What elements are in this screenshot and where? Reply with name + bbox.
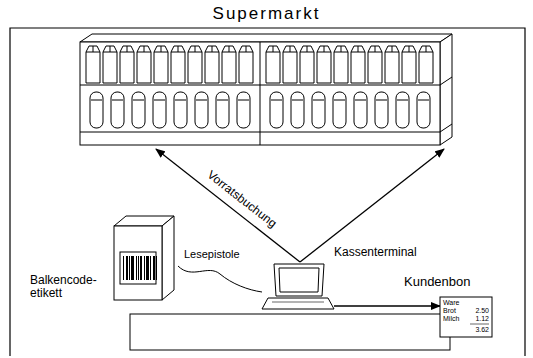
milk-carton [351, 46, 365, 83]
device-label: Balkencode- etikett [30, 274, 102, 300]
milk-carton [317, 46, 331, 83]
shelf [80, 34, 452, 145]
milk-carton [368, 46, 382, 83]
bottle [354, 92, 367, 128]
bottle [396, 92, 409, 128]
laptop-terminal: Kassenterminal [262, 262, 334, 312]
milk-carton [154, 46, 168, 83]
bottle-band [292, 100, 303, 101]
milk-carton [419, 46, 433, 83]
store-frame [10, 28, 525, 356]
arrow-label: Vorratsbuchung [205, 168, 280, 231]
bottle-band [154, 100, 165, 101]
stock-arrow [156, 149, 300, 262]
bottle-band [175, 100, 186, 101]
output-arrow [334, 305, 440, 306]
bottle [375, 92, 388, 128]
barcode-bar [146, 256, 149, 280]
milk-carton [385, 46, 399, 83]
bottle-band [196, 100, 207, 101]
milk-carton [402, 46, 416, 83]
barcode-bar [123, 256, 124, 280]
barcode-bar [140, 256, 142, 280]
bottle [216, 92, 229, 128]
bottle [132, 92, 145, 128]
milk-carton [188, 46, 202, 83]
barcode-label-device-shape [108, 212, 178, 302]
receipt-cell: Ware [443, 299, 459, 307]
stock-arrow [300, 149, 444, 262]
barcode-bar [136, 256, 137, 280]
milk-carton [239, 46, 253, 83]
title: Supermarkt [0, 4, 533, 24]
bottle-band [334, 100, 345, 101]
bottle-band [397, 100, 408, 101]
receipt-cell: 1.12 [475, 315, 489, 323]
milk-carton [86, 46, 100, 83]
receipt-cell: 2.50 [475, 307, 489, 315]
milk-carton [266, 46, 280, 83]
bottle [195, 92, 208, 128]
bottle-band [271, 100, 282, 101]
bottle [237, 92, 250, 128]
bottle-band [418, 100, 429, 101]
laptop-terminal-shape [262, 262, 334, 312]
bottle-band [238, 100, 249, 101]
bottle [153, 92, 166, 128]
barcode-bar [129, 256, 130, 280]
bottle [90, 92, 103, 128]
milk-carton [120, 46, 134, 83]
bottle-band [217, 100, 228, 101]
barcode-bar [153, 256, 155, 280]
milk-carton [300, 46, 314, 83]
barcode-bar [131, 256, 134, 280]
edge-label: Lesepistole [184, 248, 240, 260]
bottle [174, 92, 187, 128]
barcode-label-device: Balkencode- etikett [108, 212, 178, 302]
milk-carton [171, 46, 185, 83]
receipt-cell: Brot [443, 307, 456, 315]
bottle [417, 92, 430, 128]
receipt-heading: Kundenbon [404, 275, 471, 289]
milk-carton [283, 46, 297, 83]
barcode-bar [138, 256, 139, 280]
barcode-bar [156, 256, 157, 280]
terminal-label: Kassenterminal [334, 246, 417, 259]
milk-carton [334, 46, 348, 83]
barcode-bar [150, 256, 151, 280]
receipt-cell: 3.62 [475, 326, 489, 334]
bottle [111, 92, 124, 128]
milk-carton [103, 46, 117, 83]
bottle [333, 92, 346, 128]
scanner-cable [178, 266, 262, 292]
bottle [312, 92, 325, 128]
bottle-band [355, 100, 366, 101]
bottle [291, 92, 304, 128]
checkout-counter [130, 314, 450, 350]
milk-carton [222, 46, 236, 83]
bottle-band [112, 100, 123, 101]
barcode-bar [126, 256, 128, 280]
bottle [270, 92, 283, 128]
bottle-band [133, 100, 144, 101]
receipt: KundenbonWareBrot2.50Milch1.123.62 [440, 297, 492, 337]
barcode-bar [144, 256, 145, 280]
milk-carton [205, 46, 219, 83]
bottle-band [91, 100, 102, 101]
milk-carton [137, 46, 151, 83]
bottle-band [313, 100, 324, 101]
bottle-band [376, 100, 387, 101]
receipt-cell: Milch [443, 315, 459, 323]
